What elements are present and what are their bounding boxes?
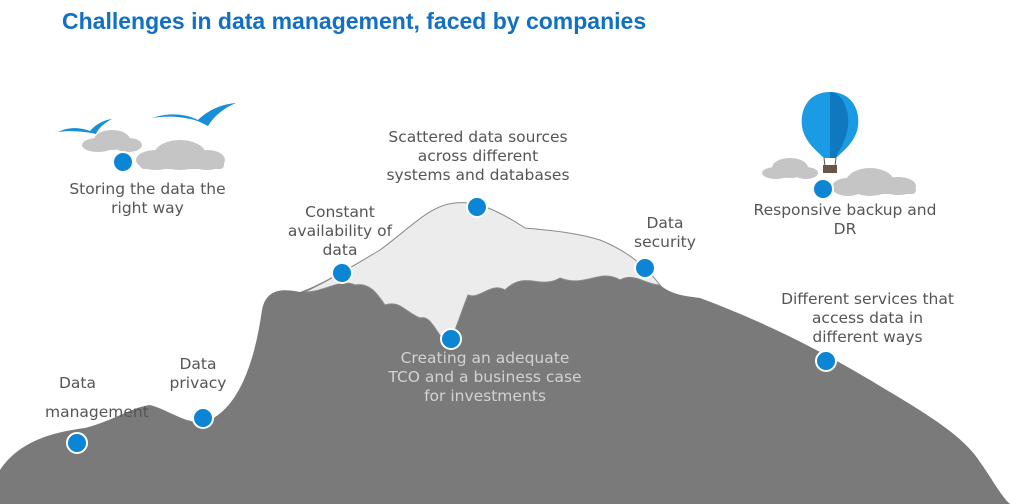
cloud-icon (82, 130, 142, 152)
page-title: Challenges in data management, faced by … (62, 8, 647, 34)
label-security: Data security (634, 214, 696, 251)
mountain (0, 202, 1010, 504)
label-storing: Storing the data the right way (69, 180, 226, 217)
cloud-icon (762, 158, 818, 179)
marker-privacy (192, 407, 214, 429)
cloud-icon (832, 168, 916, 196)
marker-backup (812, 178, 834, 200)
marker-scattered (466, 196, 488, 218)
cloud-icon (136, 140, 225, 170)
label-management-line2: management (45, 403, 149, 421)
label-backup: Responsive backup and DR (753, 201, 937, 238)
label-services: Different services that access data in d… (781, 290, 954, 346)
snow-cap (304, 202, 662, 343)
marker-storing (112, 151, 134, 173)
label-privacy: Data privacy (169, 355, 227, 392)
label-tco: Creating an adequate TCO and a business … (388, 349, 582, 405)
bird-icon (58, 119, 112, 134)
marker-tco (440, 328, 462, 350)
label-management-line1: Data (58, 374, 96, 392)
bird-icon (152, 103, 236, 126)
marker-security (634, 257, 656, 279)
marker-management (66, 432, 88, 454)
label-availability: Constant availability of data (287, 203, 393, 259)
label-scattered: Scattered data sources across different … (386, 128, 570, 184)
marker-availability (331, 262, 353, 284)
hot-air-balloon-icon (801, 92, 859, 173)
marker-services (815, 350, 837, 372)
